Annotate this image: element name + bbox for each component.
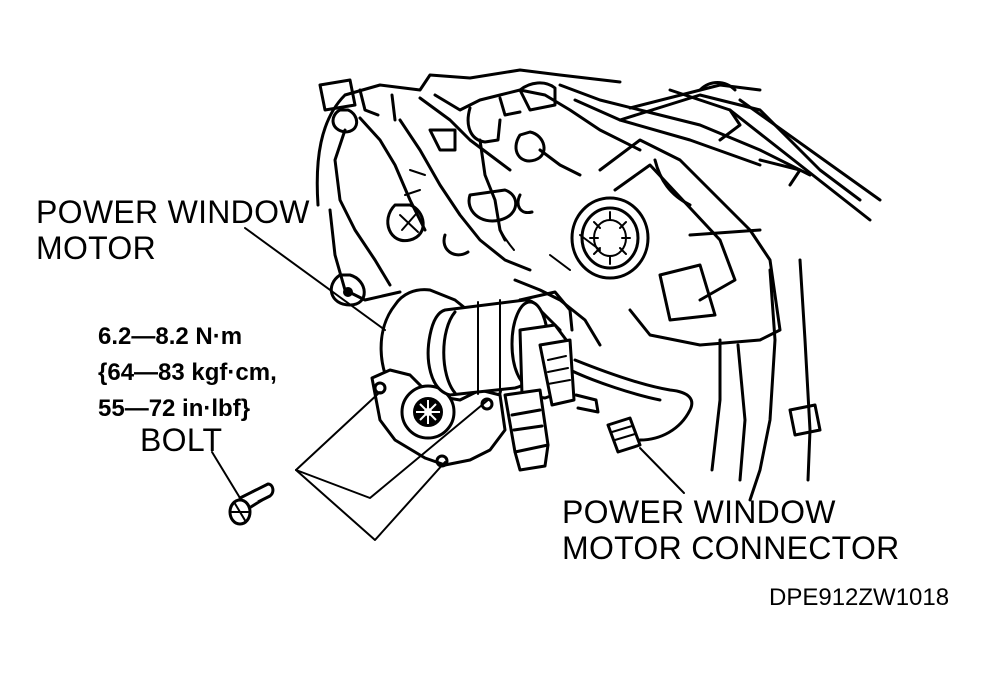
motor-label-line2: MOTOR xyxy=(36,230,157,266)
torque-spec-line2: {64—83 kgf·cm, xyxy=(98,359,277,386)
power-window-motor xyxy=(370,288,576,472)
bolt-label: BOLT xyxy=(140,422,223,458)
bolt xyxy=(228,482,275,526)
speaker xyxy=(570,196,650,280)
leader-lines xyxy=(211,227,685,541)
door-panel xyxy=(315,68,622,307)
connector-label-line1: POWER WINDOW xyxy=(562,494,836,530)
connector-label-line2: MOTOR CONNECTOR xyxy=(562,530,900,566)
torque-spec-line1: 6.2—8.2 N·m xyxy=(98,323,243,350)
motor-label-line1: POWER WINDOW xyxy=(36,194,310,230)
connector-cable xyxy=(568,358,694,454)
figure-code: DPE912ZW1018 xyxy=(769,584,950,611)
torque-spec-line3: 55—72 in·lbf} xyxy=(98,395,251,422)
door-pocket xyxy=(598,81,882,502)
wiring-harness xyxy=(404,81,812,251)
